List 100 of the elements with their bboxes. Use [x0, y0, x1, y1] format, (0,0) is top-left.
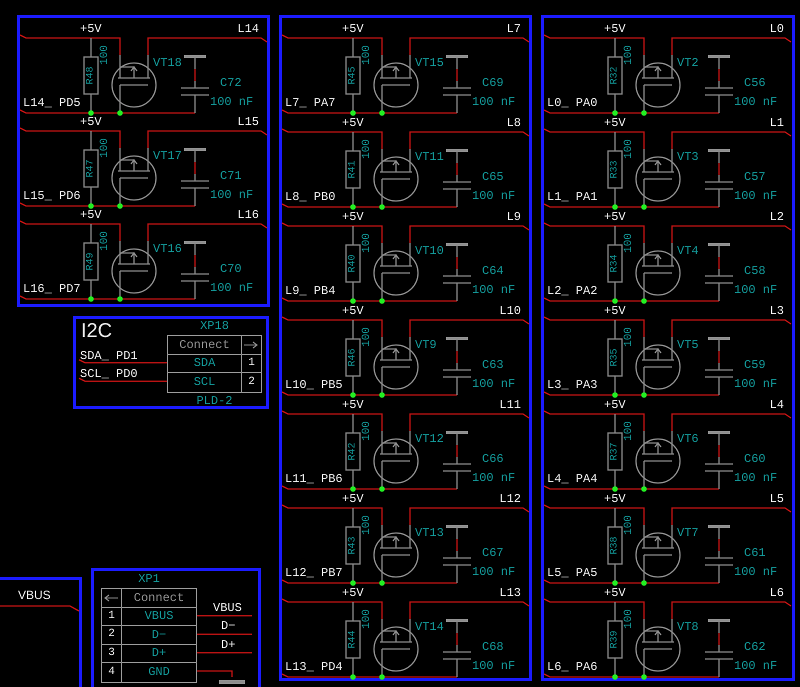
component-designator: R45 [348, 66, 358, 84]
component-value: 100 nF [734, 565, 778, 579]
pin-number: 2 [248, 376, 255, 389]
component-designator: VT7 [677, 526, 699, 540]
supply-label: +5V [342, 398, 364, 412]
wire [78, 378, 167, 382]
component-designator: C66 [482, 452, 504, 466]
line-label: L16 [237, 208, 259, 222]
component-designator: R47 [86, 160, 96, 178]
component-designator: C60 [744, 452, 766, 466]
component-designator: VT11 [415, 150, 444, 164]
net-label: L13_ PD4 [285, 660, 343, 674]
component-value: 100 [99, 45, 111, 65]
panel-frame [0, 577, 82, 687]
component-designator: VT10 [415, 244, 444, 258]
component-designator: R39 [610, 630, 620, 648]
component-value: 100 [361, 139, 373, 159]
pin-name: D− [152, 628, 166, 642]
net-label: L9_ PB4 [285, 284, 336, 298]
supply-label: +5V [342, 586, 364, 600]
ground-symbol [219, 677, 245, 685]
supply-label: +5V [342, 22, 364, 36]
component-value: 100 [623, 45, 635, 65]
pin-number: 4 [108, 666, 115, 679]
net-label: VBUS [18, 588, 51, 602]
component-value: 100 [361, 45, 373, 65]
component-value: 100 nF [734, 283, 778, 297]
component-value: 100 nF [734, 659, 778, 673]
component-value: 100 nF [472, 377, 516, 391]
component-value: 100 nF [734, 471, 778, 485]
line-label: L0 [770, 22, 784, 36]
supply-label: +5V [604, 492, 626, 506]
component-value: 100 nF [210, 188, 254, 202]
line-label: L11 [499, 398, 521, 412]
component-value: 100 [361, 421, 373, 441]
component-value: 100 nF [734, 95, 778, 109]
component-designator: C61 [744, 546, 766, 560]
component-value: 100 nF [734, 377, 778, 391]
line-label: L10 [499, 304, 521, 318]
component-designator: VT3 [677, 150, 699, 164]
line-label: L1 [770, 116, 784, 130]
supply-label: +5V [80, 208, 102, 222]
part-type: PLD-2 [196, 394, 232, 408]
component-designator: R42 [348, 442, 358, 460]
component-value: 100 [623, 139, 635, 159]
line-label: L9 [506, 210, 521, 224]
line-label: L14 [237, 22, 259, 36]
component-value: 100 nF [472, 471, 516, 485]
component-value: 100 nF [210, 281, 254, 295]
net-label: L12_ PB7 [285, 566, 343, 580]
component-designator: VT12 [415, 432, 444, 446]
component-designator: R46 [348, 348, 358, 366]
supply-label: +5V [342, 492, 364, 506]
net-label: L4_ PA4 [547, 472, 598, 486]
component-value: 100 nF [210, 95, 254, 109]
net-label: L14_ PD5 [23, 96, 81, 110]
component-designator: R35 [610, 348, 620, 366]
component-designator: VT17 [153, 149, 182, 163]
net-label: L0_ PA0 [547, 96, 598, 110]
component-designator: VT18 [153, 56, 182, 70]
component-value: 100 [361, 233, 373, 253]
component-designator: R48 [86, 66, 96, 84]
line-label: L8 [506, 116, 521, 130]
net-label: L5_ PA5 [547, 566, 598, 580]
net-label: L6_ PA6 [547, 660, 598, 674]
supply-label: +5V [342, 304, 364, 318]
net-label: L3_ PA3 [547, 378, 598, 392]
wire [197, 634, 252, 635]
reference-designator: XP18 [200, 319, 229, 334]
component-designator: VT2 [677, 56, 699, 70]
pin-name: SDA [194, 356, 216, 370]
component-value: 100 [99, 231, 111, 251]
supply-label: +5V [604, 398, 626, 412]
component-value: 100 nF [472, 189, 516, 203]
component-designator: R41 [348, 160, 358, 178]
component-designator: C57 [744, 170, 766, 184]
component-designator: VT5 [677, 338, 699, 352]
line-label: L2 [770, 210, 784, 224]
wire [197, 615, 252, 616]
component-value: 100 [623, 327, 635, 347]
panel-frame [279, 15, 532, 681]
component-designator: C64 [482, 264, 504, 278]
supply-label: +5V [342, 116, 364, 130]
component-value: 100 nF [472, 283, 516, 297]
line-label: L5 [770, 492, 784, 506]
pin-name: VBUS [144, 609, 174, 624]
line-label: L12 [499, 492, 521, 506]
component-value: 100 [361, 609, 373, 629]
supply-label: +5V [342, 210, 364, 224]
component-designator: C59 [744, 358, 766, 372]
line-label: L6 [770, 586, 784, 600]
component-designator: R44 [348, 630, 358, 648]
supply-label: +5V [604, 210, 626, 224]
component-designator: R43 [348, 536, 358, 554]
pin-name: D+ [152, 646, 166, 660]
supply-label: +5V [604, 304, 626, 318]
component-designator: VT14 [415, 620, 444, 634]
section-title: I2C [81, 319, 112, 343]
net-label: L7_ PA7 [285, 96, 336, 110]
panel-frame [73, 316, 269, 409]
